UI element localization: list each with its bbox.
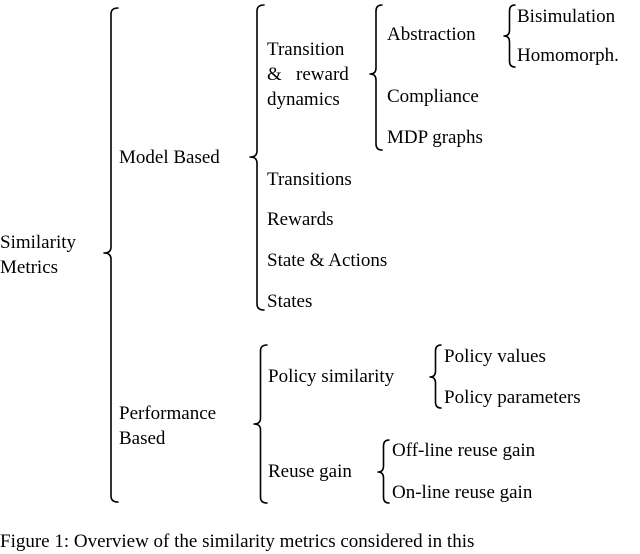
figure-caption: Figure 1: Overview of the similarity met… bbox=[0, 531, 475, 552]
node-rewards: Rewards bbox=[267, 209, 334, 230]
node-states: States bbox=[267, 291, 313, 312]
brace-transition-reward bbox=[369, 4, 383, 151]
node-policy-parameters: Policy parameters bbox=[444, 387, 581, 408]
brace-performance-based bbox=[253, 344, 268, 504]
node-transition-line2: & reward bbox=[267, 64, 349, 85]
brace-policy-similarity bbox=[429, 344, 442, 409]
node-policy-values: Policy values bbox=[444, 346, 546, 367]
node-transition-line1: Transition bbox=[267, 39, 345, 60]
brace-reuse-gain bbox=[377, 439, 390, 504]
brace-abstraction bbox=[503, 4, 516, 68]
node-performance-line2: Based bbox=[119, 428, 166, 449]
node-state-actions: State & Actions bbox=[267, 250, 388, 271]
node-reuse-gain: Reuse gain bbox=[268, 461, 352, 482]
node-transition-reward-dynamics: Transition & reward dynamics bbox=[267, 37, 349, 112]
node-transition-line3: dynamics bbox=[267, 89, 340, 110]
taxonomy-diagram: Similarity Metrics Model Based Transitio… bbox=[0, 4, 619, 552]
node-bisimulation: Bisimulation bbox=[517, 6, 616, 27]
node-similarity-metrics: Similarity Metrics bbox=[0, 230, 76, 280]
node-similarity-metrics-line2: Metrics bbox=[0, 257, 59, 278]
node-performance-based: Performance Based bbox=[119, 401, 216, 451]
brace-model-based bbox=[249, 4, 265, 311]
node-transitions: Transitions bbox=[267, 169, 352, 190]
node-performance-line1: Performance bbox=[119, 403, 217, 424]
node-abstraction: Abstraction bbox=[387, 24, 476, 45]
node-similarity-metrics-line1: Similarity bbox=[0, 232, 76, 253]
node-mdp-graphs: MDP graphs bbox=[387, 127, 483, 148]
node-homomorph: Homomorph. bbox=[517, 45, 619, 66]
node-policy-similarity: Policy similarity bbox=[268, 366, 395, 387]
node-online-reuse-gain: On-line reuse gain bbox=[392, 482, 533, 503]
node-model-based: Model Based bbox=[119, 147, 220, 168]
node-compliance: Compliance bbox=[387, 86, 479, 107]
brace-root bbox=[103, 7, 119, 503]
bracket-layer bbox=[103, 4, 516, 504]
node-offline-reuse-gain: Off-line reuse gain bbox=[392, 440, 536, 461]
